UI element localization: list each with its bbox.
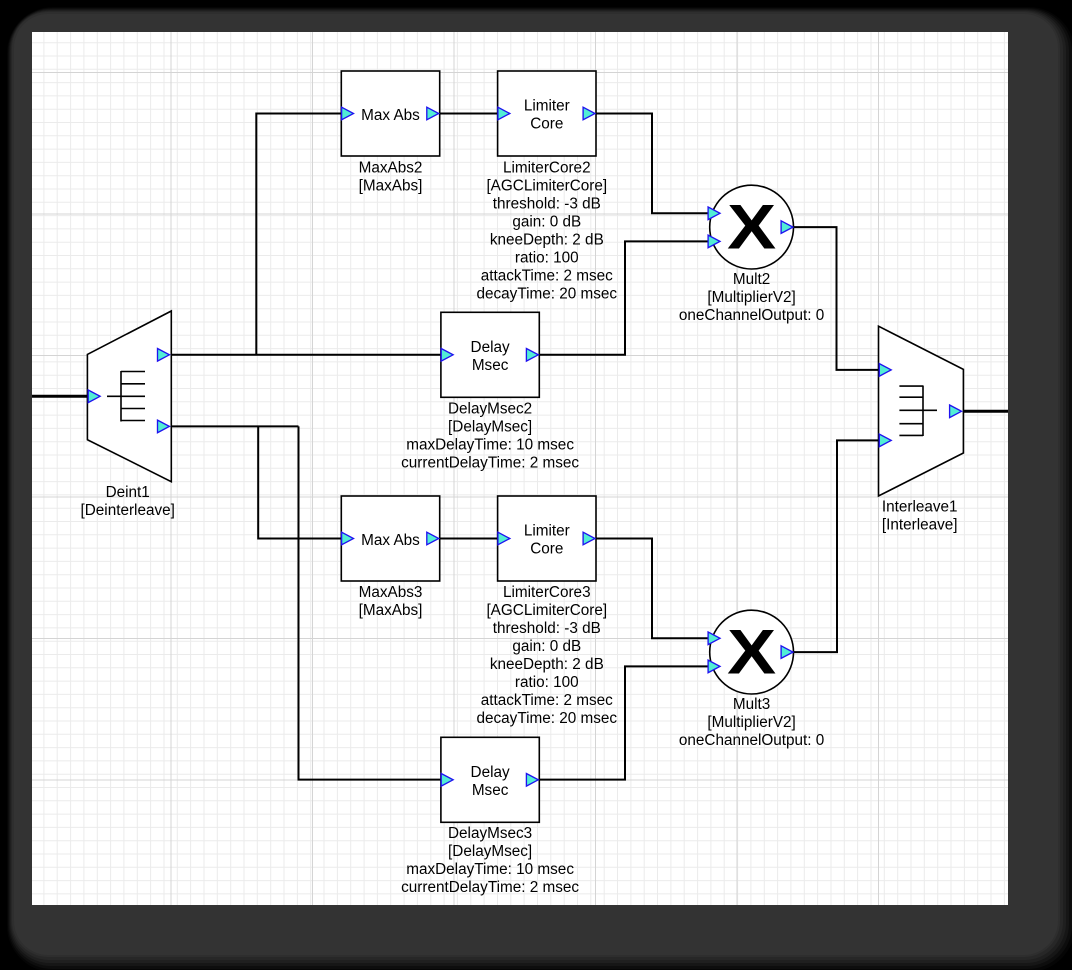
svg-text:[MultiplierV2]: [MultiplierV2] <box>707 289 795 306</box>
svg-text:ratio: 100: ratio: 100 <box>515 250 579 267</box>
svg-text:Core: Core <box>530 116 563 133</box>
svg-text:Delay: Delay <box>471 339 510 356</box>
svg-text:threshold: -3 dB: threshold: -3 dB <box>493 620 601 637</box>
svg-text:DelayMsec3: DelayMsec3 <box>448 825 532 842</box>
svg-text:Limiter: Limiter <box>524 98 570 115</box>
svg-text:DelayMsec2: DelayMsec2 <box>448 400 532 417</box>
svg-text:Core: Core <box>530 541 563 558</box>
svg-text:ratio: 100: ratio: 100 <box>515 674 579 691</box>
svg-text:kneeDepth: 2 dB: kneeDepth: 2 dB <box>490 656 604 673</box>
svg-text:[AGCLimiterCore]: [AGCLimiterCore] <box>486 602 607 619</box>
svg-text:LimiterCore3: LimiterCore3 <box>503 584 591 601</box>
svg-text:decayTime: 20 msec: decayTime: 20 msec <box>477 286 618 303</box>
svg-text:[DelayMsec]: [DelayMsec] <box>448 843 532 860</box>
svg-text:[AGCLimiterCore]: [AGCLimiterCore] <box>486 178 607 195</box>
svg-text:gain: 0 dB: gain: 0 dB <box>512 214 581 231</box>
svg-text:MaxAbs2: MaxAbs2 <box>359 160 423 177</box>
svg-text:X: X <box>727 193 776 263</box>
svg-text:decayTime: 20 msec: decayTime: 20 msec <box>477 710 618 727</box>
svg-text:Max Abs: Max Abs <box>361 532 420 549</box>
svg-text:[Deinterleave]: [Deinterleave] <box>81 502 175 519</box>
svg-text:LimiterCore2: LimiterCore2 <box>503 160 591 177</box>
svg-text:[MaxAbs]: [MaxAbs] <box>359 178 423 195</box>
svg-text:threshold: -3 dB: threshold: -3 dB <box>493 196 601 213</box>
svg-text:Interleave1: Interleave1 <box>882 498 958 515</box>
svg-text:currentDelayTime: 2 msec: currentDelayTime: 2 msec <box>401 879 579 896</box>
svg-text:Deint1: Deint1 <box>106 484 150 501</box>
svg-text:Mult3: Mult3 <box>733 696 770 713</box>
svg-text:kneeDepth: 2 dB: kneeDepth: 2 dB <box>490 232 604 249</box>
svg-text:attackTime: 2 msec: attackTime: 2 msec <box>481 692 613 709</box>
svg-text:oneChannelOutput: 0: oneChannelOutput: 0 <box>679 732 824 749</box>
svg-text:oneChannelOutput: 0: oneChannelOutput: 0 <box>679 307 824 324</box>
svg-text:currentDelayTime: 2 msec: currentDelayTime: 2 msec <box>401 454 579 471</box>
svg-text:Msec: Msec <box>472 782 509 799</box>
svg-text:attackTime: 2 msec: attackTime: 2 msec <box>481 268 613 285</box>
svg-text:MaxAbs3: MaxAbs3 <box>359 584 423 601</box>
svg-text:[MaxAbs]: [MaxAbs] <box>359 602 423 619</box>
svg-text:maxDelayTime: 10 msec: maxDelayTime: 10 msec <box>406 436 574 453</box>
svg-text:Mult2: Mult2 <box>733 271 770 288</box>
svg-text:X: X <box>727 618 776 688</box>
svg-text:Msec: Msec <box>472 357 509 374</box>
svg-text:maxDelayTime: 10 msec: maxDelayTime: 10 msec <box>406 861 574 878</box>
svg-text:[MultiplierV2]: [MultiplierV2] <box>707 714 795 731</box>
svg-text:gain: 0 dB: gain: 0 dB <box>512 638 581 655</box>
svg-text:Limiter: Limiter <box>524 523 570 540</box>
svg-text:Delay: Delay <box>471 764 510 781</box>
svg-text:[Interleave]: [Interleave] <box>882 516 958 533</box>
svg-text:[DelayMsec]: [DelayMsec] <box>448 418 532 435</box>
svg-text:Max Abs: Max Abs <box>361 107 420 124</box>
